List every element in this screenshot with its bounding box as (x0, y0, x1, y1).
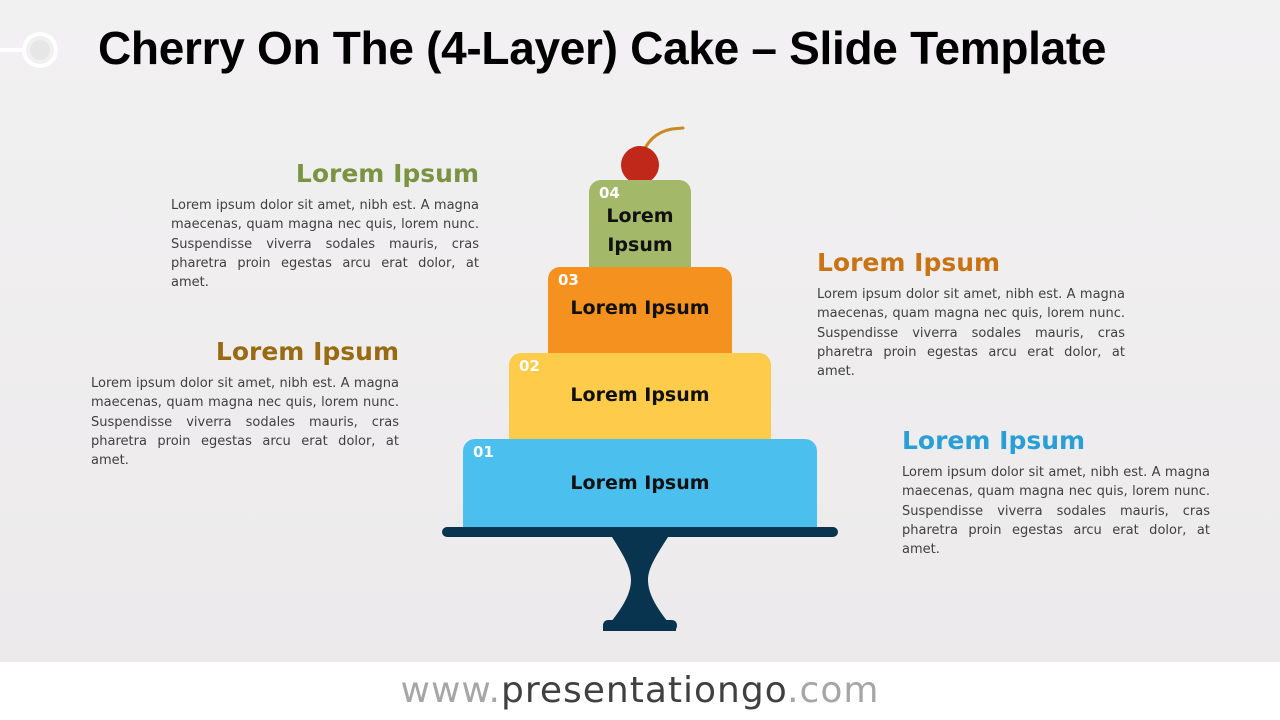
footer-url[interactable]: www.presentationgo.com (0, 670, 1280, 711)
text-block-heading: Lorem Ipsum (817, 248, 1001, 277)
text-block-body: Lorem ipsum dolor sit amet, nibh est. A … (817, 287, 1125, 380)
layer-number: 03 (558, 271, 579, 289)
text-block-body: Lorem ipsum dolor sit amet, nibh est. A … (171, 198, 479, 291)
text-block-01: Lorem Ipsum Lorem ipsum dolor sit amet, … (902, 425, 1210, 559)
layer-label-line1: Lorem (606, 205, 674, 227)
cake-stand-stem (603, 537, 676, 631)
cake-stand-base (603, 620, 677, 631)
layer-label-line2: Ipsum (607, 234, 673, 256)
text-block-03: Lorem Ipsum Lorem ipsum dolor sit amet, … (817, 247, 1125, 381)
text-block-body: Lorem ipsum dolor sit amet, nibh est. A … (91, 376, 399, 469)
layer-number: 04 (599, 184, 620, 202)
cherry-icon (621, 146, 659, 184)
text-block-body: Lorem ipsum dolor sit amet, nibh est. A … (902, 465, 1210, 558)
cake-layer-04: 04 Lorem Ipsum (589, 180, 691, 267)
footer: www.presentationgo.com (0, 662, 1280, 720)
footer-url-domain: presentationgo (501, 670, 788, 711)
cake-stand (442, 126, 838, 631)
layer-label: Lorem Ipsum (570, 472, 710, 494)
layer-number: 01 (473, 443, 494, 461)
text-block-02: Lorem Ipsum Lorem ipsum dolor sit amet, … (91, 336, 399, 470)
cake-layer-01: 01 Lorem Ipsum (463, 439, 817, 527)
text-block-04: Lorem Ipsum Lorem ipsum dolor sit amet, … (171, 158, 479, 292)
layer-label: Lorem Ipsum (570, 384, 710, 406)
cake-layer-02: 02 Lorem Ipsum (509, 353, 771, 439)
cake-layer-03: 03 Lorem Ipsum (548, 267, 732, 353)
text-block-heading: Lorem Ipsum (295, 159, 479, 188)
layer-label: Lorem Ipsum (570, 297, 710, 319)
slide-canvas: Cherry On The (4-Layer) Cake – Slide Tem… (0, 0, 1280, 662)
page-title: Cherry On The (4-Layer) Cake – Slide Tem… (98, 22, 1107, 74)
cake-plate (442, 527, 838, 537)
text-block-heading: Lorem Ipsum (215, 337, 399, 366)
footer-url-suffix: .com (787, 670, 880, 711)
pin-icon (0, 32, 58, 68)
text-block-heading: Lorem Ipsum (902, 426, 1086, 455)
footer-url-prefix: www. (400, 670, 501, 711)
layer-number: 02 (519, 357, 540, 375)
